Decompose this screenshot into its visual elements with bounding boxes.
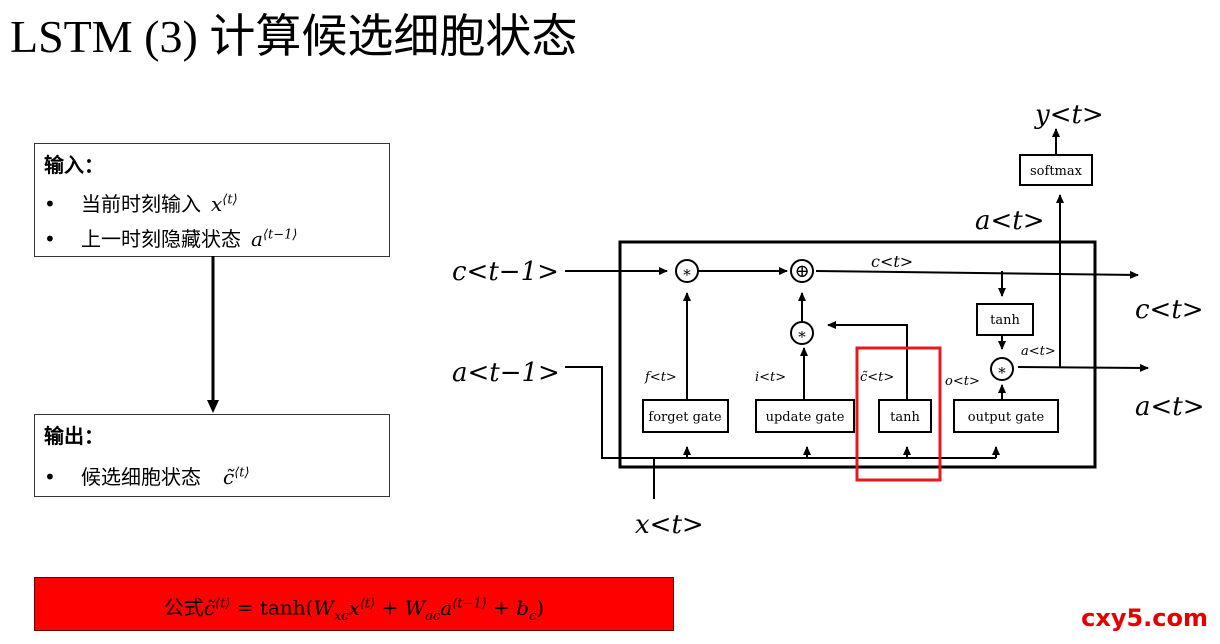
output-heading: 输出： [44,424,104,448]
highlight-candidate-box [855,346,942,482]
output-mult-op: ∗ [990,357,1014,381]
c-t-out-line [815,270,1139,279]
svg-text:∗: ∗ [682,263,692,281]
formula-lhs: c̃⟨t⟩ [203,595,231,620]
flow-arrow-down [207,256,219,413]
tanh-state-label: tanh [990,313,1020,328]
input-heading: 输入： [44,153,104,177]
c-t-inner-label: c<t> [871,252,913,271]
a-t-out-label: a<t> [1135,392,1205,422]
y-t-label: y<t> [1034,100,1104,130]
svg-text:∗: ∗ [797,325,807,343]
c-tilde-label: c̃<t> [860,370,894,385]
forget-mult-op: ∗ [675,259,699,283]
x-t-label: x<t> [635,510,704,540]
lstm-cell-diagram: forget gate update gate tanh output gate… [452,100,1205,540]
tanh-state-gate [976,303,1034,336]
page-title: LSTM (3) 计算候选细胞状态 [10,11,578,62]
output-gate [953,399,1059,433]
update-gate [755,399,855,433]
a-prev-line [565,366,996,459]
o-label: o<t> [945,374,980,389]
f-label: f<t> [644,370,677,385]
a-t-out-line [1017,363,1149,372]
softmax-box [1019,154,1093,186]
svg-text:∗: ∗ [997,361,1007,379]
a-prev-label: a<t−1> [452,358,560,388]
formula-prefix: 公式 [163,595,204,620]
output-gate-label: output gate [968,410,1045,425]
a-t-inner-label: a<t> [1021,344,1056,359]
softmax-label: softmax [1030,164,1083,179]
update-gate-label: update gate [766,410,845,425]
tanh-candidate-gate [878,399,932,433]
cell-add-op: ⊕ [790,259,814,283]
watermark: cxy5.com [1081,604,1208,632]
svg-text:⊕: ⊕ [794,261,809,282]
forget-gate [642,399,729,433]
tanh-candidate-label: tanh [890,410,920,425]
forget-gate-label: forget gate [648,410,722,425]
update-mult-op: ∗ [790,321,814,345]
tanh-to-mult [827,321,908,400]
i-label: i<t> [755,370,786,385]
c-t-out-label: c<t> [1135,295,1204,325]
formula-banner: 公式c̃⟨t⟩ = tanh(Wxcx⟨t⟩ + Waca⟨t−1⟩ + bc) [34,577,674,631]
c-prev-label: c<t−1> [452,257,559,287]
a-t-top-label: a<t> [975,206,1045,236]
